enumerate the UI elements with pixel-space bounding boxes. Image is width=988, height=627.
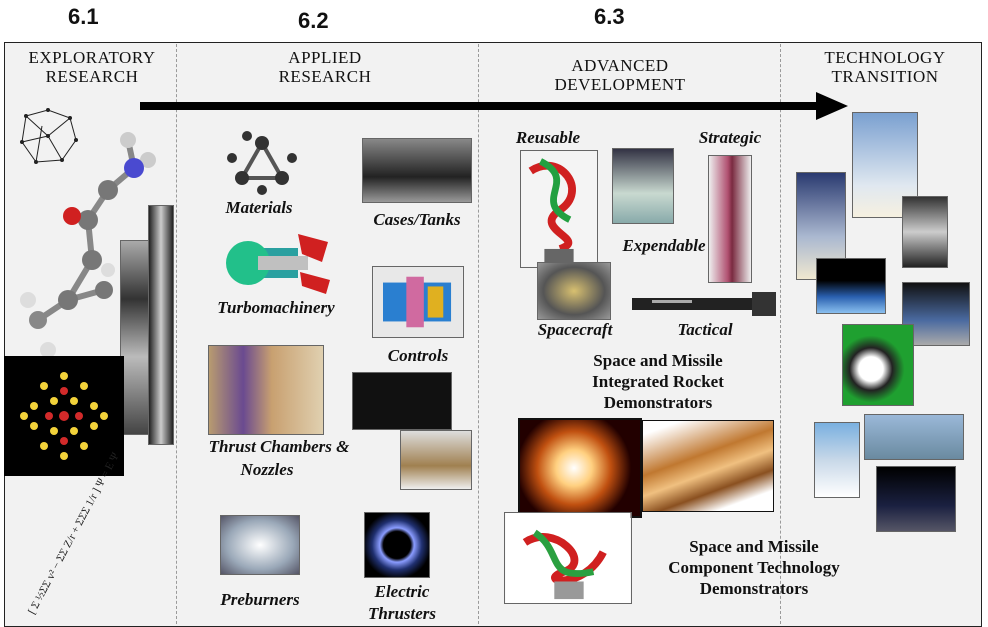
header-line: DEVELOPMENT	[554, 75, 686, 94]
equation-image: [ Σ ½ΣΣ v² − ΣΣ Z/r + ΣΣΣ 1/r ] Ψ = E Ψ	[26, 450, 122, 617]
header-line: RESEARCH	[278, 67, 372, 86]
electronics-box-image	[352, 372, 452, 430]
demo-line: Demonstrators	[699, 579, 809, 598]
label-strategic: Strategic	[698, 128, 762, 147]
reusable-engine-image	[520, 150, 598, 268]
header-line: TRANSITION	[831, 67, 939, 86]
label-spacecraft: Spacecraft	[537, 320, 613, 339]
label-materials: Materials	[225, 198, 293, 217]
crystal-lattice-image	[4, 356, 124, 476]
header-line: APPLIED	[288, 48, 362, 67]
label-cases-tanks: Cases/Tanks	[373, 210, 461, 229]
materials-image	[227, 131, 297, 195]
demo-line: Demonstrators	[603, 393, 713, 412]
component-tube-image	[642, 420, 774, 512]
hardware-image	[400, 430, 472, 490]
svg-text:[ Σ ½ΣΣ v² − ΣΣ Z/r + ΣΣΣ 1/r: [ Σ ½ΣΣ v² − ΣΣ Z/r + ΣΣΣ 1/r ] Ψ = E Ψ	[26, 450, 122, 617]
shuttle-photo	[876, 466, 956, 532]
demo-line: Component Technology	[668, 558, 840, 577]
earth-orbit-photo	[816, 258, 886, 314]
label-tactical: Tactical	[677, 320, 733, 339]
component-demonstrators-label: Space and Missile Component Technology D…	[634, 536, 874, 599]
ball-stick-molecule-image	[20, 132, 156, 358]
header-line: RESEARCH	[45, 67, 139, 86]
demo-line: Integrated Rocket	[592, 372, 724, 391]
turbomachinery-image	[226, 234, 330, 294]
progression-arrow	[140, 92, 848, 120]
budget-code-6-2: 6.2	[298, 8, 329, 33]
controls-image	[372, 266, 464, 338]
label-expendable: Expendable	[622, 236, 706, 255]
header-line: ADVANCED	[571, 56, 669, 75]
header-line: EXPLORATORY	[28, 48, 156, 67]
label-electric: Electric	[374, 582, 430, 601]
label-reusable: Reusable	[515, 128, 581, 147]
demo-line: Space and Missile	[593, 351, 723, 370]
combustion-photo-2	[148, 205, 174, 445]
budget-code-6-3: 6.3	[594, 4, 625, 29]
demo-line: Space and Missile	[689, 537, 819, 556]
label-thrust-chambers: Thrust Chambers &	[208, 437, 350, 456]
integrated-demonstrators-label: Space and Missile Integrated Rocket Demo…	[550, 350, 766, 413]
label-nozzles: Nozzles	[240, 460, 294, 479]
expendable-engine-image	[612, 148, 674, 224]
combustion-photo-1	[120, 240, 150, 435]
satellite-photo-1	[902, 196, 948, 268]
electric-thruster-image	[364, 512, 430, 578]
tactical-missile-image	[632, 292, 776, 316]
preburner-image	[220, 515, 300, 575]
capsule-photo	[842, 324, 914, 406]
column-header-exploratory: EXPLORATORY RESEARCH	[8, 48, 176, 86]
missile-launch-photo	[814, 422, 860, 498]
column-divider-3	[780, 44, 781, 624]
component-engine-image	[504, 512, 632, 604]
header-line: TECHNOLOGY	[824, 48, 946, 67]
spacecraft-image	[537, 262, 611, 320]
aircraft-photo	[864, 414, 964, 460]
combustion-chamber-photo	[518, 418, 642, 518]
molecule-cage-image	[20, 108, 78, 164]
column-divider-2	[478, 44, 479, 624]
thrust-chamber-image	[208, 345, 324, 435]
label-controls: Controls	[387, 346, 449, 365]
budget-code-6-1: 6.1	[68, 4, 99, 29]
label-preburners: Preburners	[220, 590, 300, 609]
label-turbomachinery: Turbomachinery	[217, 298, 335, 317]
column-header-applied: APPLIED RESEARCH	[250, 48, 400, 86]
cases-tanks-image	[362, 138, 472, 203]
column-header-advanced: ADVANCED DEVELOPMENT	[520, 56, 720, 94]
label-thrusters: Thrusters	[367, 604, 437, 623]
column-divider-1	[176, 44, 177, 624]
strategic-missile-image	[708, 155, 752, 283]
column-header-transition: TECHNOLOGY TRANSITION	[790, 48, 980, 86]
